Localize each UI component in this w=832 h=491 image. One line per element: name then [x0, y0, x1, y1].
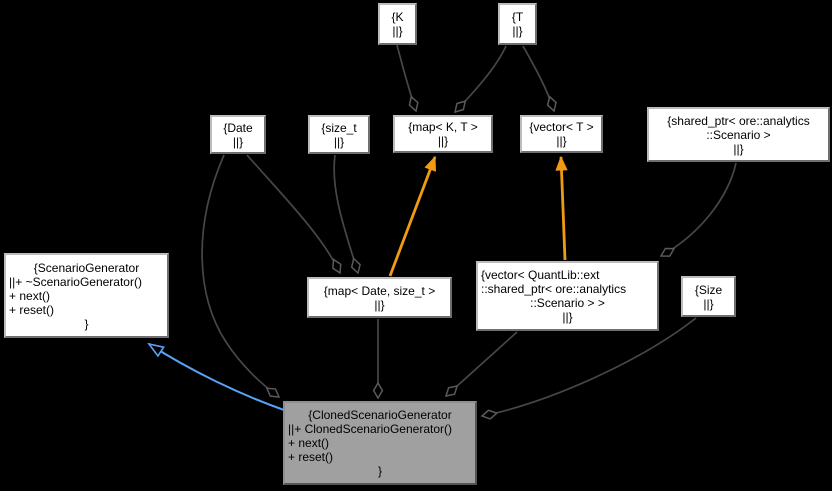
node-vector-t-label-2: ||}: [556, 134, 567, 148]
edge-date-to-map-date-sizet: [246, 154, 342, 275]
node-vector-shared-ptr-label: {vector< QuantLib::ext: [481, 268, 600, 282]
node-t-label-2: ||}: [512, 24, 523, 38]
edge-t-to-map-kt: [453, 45, 507, 114]
edge-sizet-to-map-date-sizet: [333, 154, 361, 275]
node-k-label: {K: [391, 10, 404, 24]
node-date-label-2: ||}: [232, 134, 244, 149]
node-size-t-label-2: ||}: [333, 134, 345, 149]
edge-template-map-date-sizet-to-map-kt: [388, 155, 437, 277]
node-size-t[interactable]: {size_t ||}: [308, 115, 370, 154]
node-scenario-generator-member-3: + reset(): [9, 302, 55, 317]
node-cloned-title: {ClonedScenarioGenerator: [308, 408, 452, 422]
edge-cloned-inherits-scenario-generator: [149, 344, 285, 411]
edge-sharedptr-to-vector-sharedptr: [659, 162, 737, 257]
edge-t-to-vector-t: [522, 45, 557, 113]
node-scenario-generator-member-2: + next(): [9, 288, 51, 303]
node-cloned-member-1: ||+ ClonedScenarioGenerator(): [288, 422, 452, 436]
node-scenario-generator[interactable]: {ScenarioGenerator ||+ ~ScenarioGenerato…: [4, 253, 169, 338]
node-vector-t[interactable]: {vector< T > ||}: [520, 115, 603, 153]
node-map-date-sizet-label: {map< Date, size_t >: [323, 283, 436, 298]
edge-k-to-map-kt: [396, 44, 419, 113]
node-map-kt-label: {map< K, T >: [408, 120, 478, 134]
node-vector-shared-ptr-label-3: ::Scenario > >: [530, 296, 605, 310]
edge-size-to-cloned: [480, 317, 697, 420]
node-shared-ptr-label: {shared_ptr< ore::analytics: [667, 113, 810, 128]
node-map-kt[interactable]: {map< K, T > ||}: [393, 115, 493, 153]
node-size-label: {Size: [694, 282, 723, 297]
node-shared-ptr-scenario[interactable]: {shared_ptr< ore::analytics ::Scenario >…: [647, 107, 830, 162]
node-t-label: {T: [511, 10, 524, 24]
node-cloned-close: }: [377, 464, 382, 478]
edge-date-to-cloned: [201, 154, 281, 398]
node-vector-shared-ptr[interactable]: {vector< QuantLib::ext ::shared_ptr< ore…: [476, 261, 659, 331]
node-date[interactable]: {Date ||}: [210, 115, 266, 154]
node-scenario-generator-close: }: [84, 316, 89, 331]
node-map-date-sizet-label-2: ||}: [374, 297, 385, 312]
node-size-label-2: ||}: [703, 296, 714, 311]
node-t[interactable]: {T ||}: [498, 3, 537, 45]
node-cloned-member-3: + reset(): [288, 450, 334, 464]
node-vector-t-label: {vector< T >: [529, 120, 594, 134]
node-map-kt-label-2: ||}: [437, 134, 449, 148]
node-scenario-generator-member-1: ||+ ~ScenarioGenerator(): [9, 274, 142, 289]
node-scenario-generator-title: {ScenarioGenerator: [33, 260, 140, 275]
edge-template-vector-sharedptr-to-vector-t: [555, 155, 568, 261]
node-map-date-sizet[interactable]: {map< Date, size_t > ||}: [307, 277, 452, 318]
node-shared-ptr-label-2: ::Scenario >: [706, 127, 771, 142]
node-size[interactable]: {Size ||}: [681, 276, 736, 317]
node-shared-ptr-label-3: ||}: [733, 141, 744, 156]
node-k-label-2: ||}: [392, 24, 403, 38]
node-date-label: {Date: [223, 120, 253, 135]
node-vector-shared-ptr-label-2: ::shared_ptr< ore::analytics: [481, 282, 627, 296]
node-size-t-label: {size_t: [321, 120, 357, 135]
edge-vector-sharedptr-to-cloned: [444, 331, 518, 397]
node-vector-shared-ptr-label-4: ||}: [562, 310, 573, 324]
node-cloned-scenario-generator[interactable]: {ClonedScenarioGenerator ||+ ClonedScena…: [283, 401, 477, 485]
node-cloned-member-2: + next(): [288, 436, 330, 450]
node-k[interactable]: {K ||}: [378, 3, 417, 45]
